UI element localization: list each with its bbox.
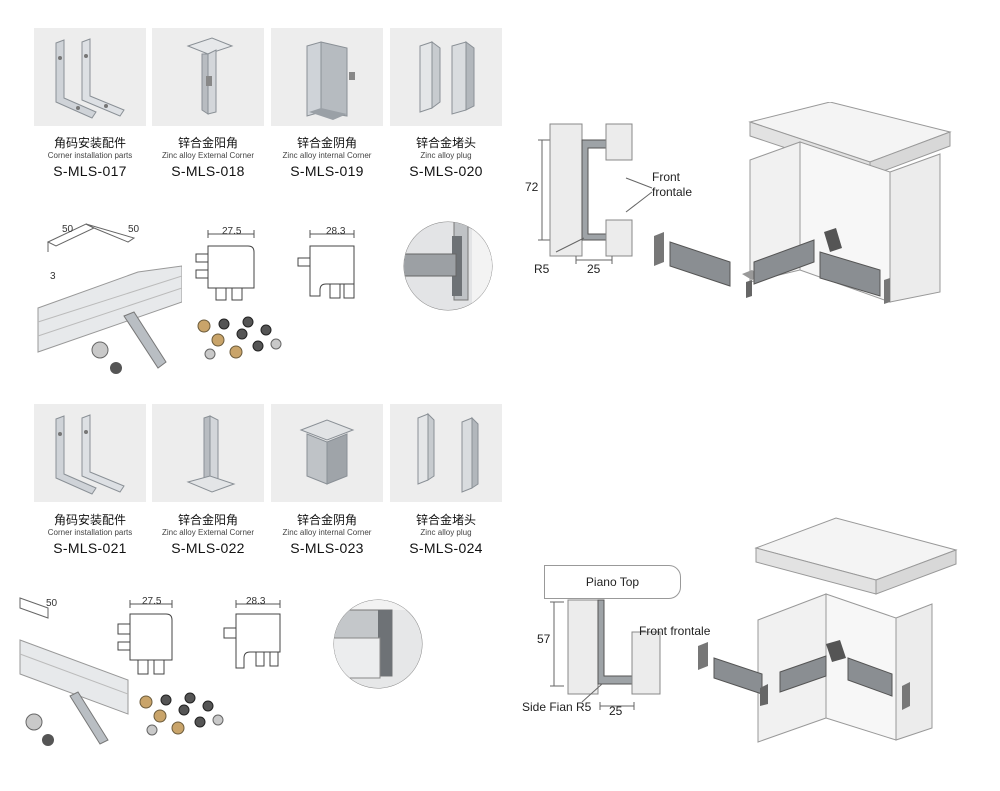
product-code: S-MLS-020: [409, 163, 483, 179]
caption-en: Corner installation parts: [47, 528, 133, 537]
dim-depth-bottom: 25: [609, 704, 623, 718]
dim-ext-corner: 27.5: [222, 226, 242, 237]
external-corner-drawing-bottom: [117, 600, 173, 675]
dim-radius-top: R5: [534, 262, 550, 276]
caption-zh: 锌合金阴角: [296, 513, 357, 527]
caption-zh: 锌合金阴角: [296, 136, 357, 150]
caption-en: Zinc alloy internal Corner: [282, 151, 372, 160]
screws-icon-top: [197, 316, 282, 360]
internal-corner-photo-icon: [299, 419, 355, 485]
dim-bracket-bottom: 50: [46, 598, 58, 609]
thumb-plug-024: [390, 404, 502, 502]
bracket-install-drawing-top: [37, 223, 182, 374]
caption-zh: 锌合金堵头: [415, 136, 476, 150]
internal-corner-drawing-top: [297, 230, 355, 299]
dim-bracket-a: 50: [62, 224, 74, 235]
bracket-install-drawing-bottom: [19, 597, 129, 746]
dim-ext-corner-bottom: 27.5: [142, 596, 162, 607]
caption-zh: 锌合金阳角: [177, 136, 238, 150]
thumb-internal-corner-019: [271, 28, 383, 126]
caption-en: Zinc alloy plug: [420, 151, 472, 160]
profile-detail-circle-top: [403, 221, 493, 311]
caption-024: 锌合金堵头 Zinc alloy plug S-MLS-024: [385, 513, 507, 558]
bracket-photo-icon: [55, 38, 125, 119]
screws-icon-bottom: [139, 692, 224, 736]
dim-depth-top: 25: [587, 262, 601, 276]
caption-021: 角码安装配件 Corner installation parts S-MLS-0…: [29, 513, 151, 558]
plug-photo-icon: [417, 412, 479, 493]
product-code: S-MLS-024: [409, 540, 483, 556]
caption-017: 角码安装配件 Corner installation parts S-MLS-0…: [29, 136, 151, 181]
internal-corner-photo-icon: [306, 41, 355, 120]
internal-corner-drawing-bottom: [223, 600, 281, 669]
piano-top-label: Piano Top: [544, 565, 681, 599]
dim-bracket-b: 50: [128, 224, 140, 235]
caption-en: Zinc alloy External Corner: [161, 151, 255, 160]
thumb-corner-installation-parts-017: [34, 28, 146, 126]
caption-018: 锌合金阳角 Zinc alloy External Corner S-MLS-0…: [147, 136, 269, 181]
caption-zh: 角码安装配件: [53, 136, 126, 150]
dim-height-top: 72: [525, 180, 539, 194]
thumb-external-corner-022: [152, 404, 264, 502]
product-code: S-MLS-018: [171, 163, 245, 179]
external-corner-photo-icon: [186, 415, 236, 493]
side-fian-label: Side Fian: [522, 700, 573, 714]
exploded-view-top: [654, 102, 952, 304]
product-code: S-MLS-019: [290, 163, 364, 179]
caption-zh: 锌合金堵头: [415, 513, 476, 527]
caption-en: Corner installation parts: [47, 151, 133, 160]
external-corner-photo-icon: [186, 37, 234, 115]
caption-en: Zinc alloy plug: [420, 528, 472, 537]
dim-int-corner-bottom: 28.3: [246, 596, 266, 607]
caption-en: Zinc alloy External Corner: [161, 528, 255, 537]
product-code: S-MLS-017: [53, 163, 127, 179]
thumb-external-corner-018: [152, 28, 264, 126]
dim-height-bottom: 57: [537, 632, 551, 646]
product-code: S-MLS-021: [53, 540, 127, 556]
thumb-corner-installation-parts-021: [34, 404, 146, 502]
caption-020: 锌合金堵头 Zinc alloy plug S-MLS-020: [385, 136, 507, 181]
caption-023: 锌合金阴角 Zinc alloy internal Corner S-MLS-0…: [266, 513, 388, 558]
thumb-plug-020: [390, 28, 502, 126]
product-code: S-MLS-023: [290, 540, 364, 556]
profile-section-drawing-bottom: [550, 599, 661, 710]
front-label-top: Front frontale: [652, 170, 693, 199]
product-code: S-MLS-022: [171, 540, 245, 556]
profile-section-drawing-top: [538, 123, 633, 264]
profile-detail-circle-bottom: [333, 599, 423, 689]
caption-022: 锌合金阳角 Zinc alloy External Corner S-MLS-0…: [147, 513, 269, 558]
caption-019: 锌合金阴角 Zinc alloy internal Corner S-MLS-0…: [266, 136, 388, 181]
bracket-photo-icon: [55, 414, 125, 495]
external-corner-drawing-top: [195, 230, 255, 301]
plug-photo-icon: [419, 41, 475, 115]
dim-int-corner: 28.3: [326, 226, 346, 237]
caption-zh: 锌合金阳角: [177, 513, 238, 527]
exploded-view-bottom: [698, 517, 958, 743]
dim-radius-bottom: R5: [576, 700, 592, 714]
caption-en: Zinc alloy internal Corner: [282, 528, 372, 537]
dim-thickness: 3: [50, 271, 56, 282]
caption-zh: 角码安装配件: [53, 513, 126, 527]
front-label-bottom: Front frontale: [639, 624, 711, 638]
front-leader-lines: [625, 177, 653, 213]
thumb-internal-corner-023: [271, 404, 383, 502]
